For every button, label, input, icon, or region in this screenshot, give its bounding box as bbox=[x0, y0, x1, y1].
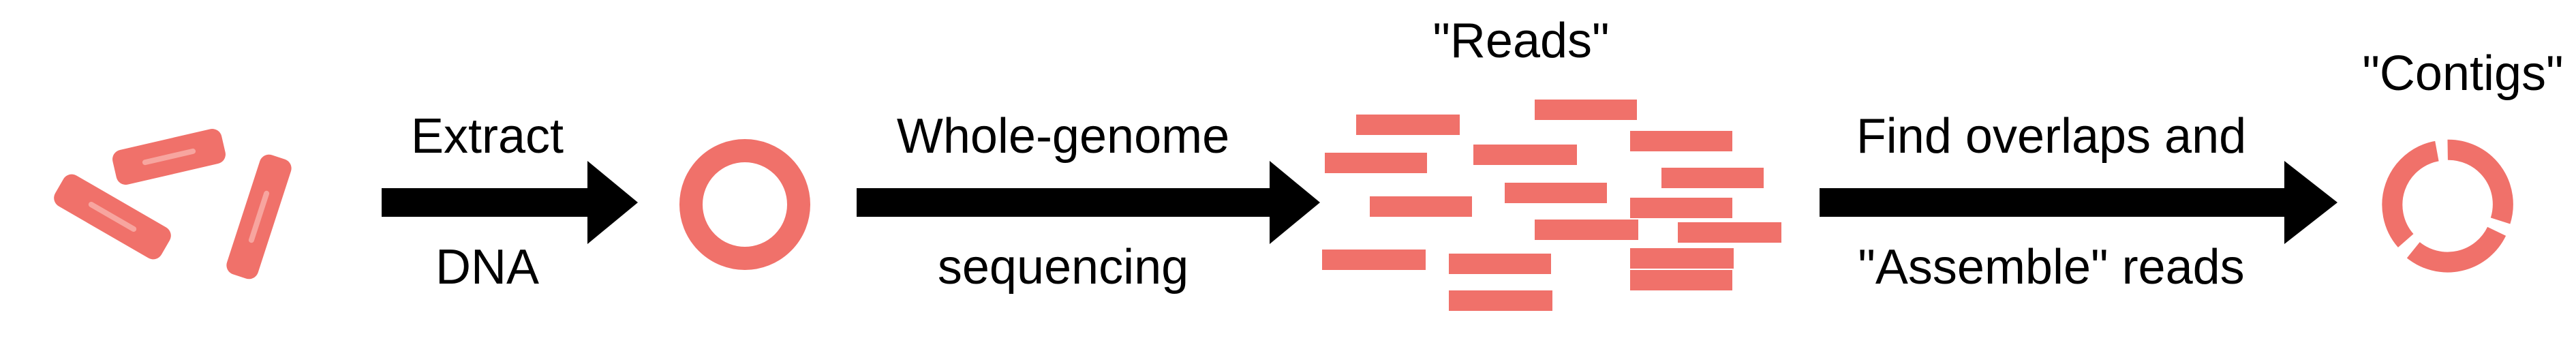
read bbox=[1630, 198, 1732, 218]
read bbox=[1322, 250, 1426, 270]
contigs-title: "Contigs" bbox=[2362, 46, 2564, 101]
sequencing-label: sequencing bbox=[937, 240, 1189, 295]
read bbox=[1370, 196, 1472, 217]
read bbox=[1356, 115, 1460, 135]
read bbox=[1449, 254, 1551, 274]
read bbox=[1630, 248, 1734, 269]
read bbox=[1325, 153, 1427, 173]
read bbox=[1449, 290, 1552, 311]
read bbox=[1630, 270, 1732, 290]
read bbox=[1505, 183, 1607, 203]
bacterium-highlight-2 bbox=[88, 202, 137, 232]
sequencing-arrow bbox=[857, 161, 1320, 244]
assemble-reads-label: "Assemble" reads bbox=[1858, 240, 2245, 295]
bacteria-icon bbox=[54, 129, 292, 280]
reads-title: "Reads" bbox=[1432, 14, 1610, 68]
circular-dna-icon bbox=[679, 139, 810, 270]
assembly-arrow bbox=[1820, 161, 2337, 244]
read bbox=[1535, 100, 1637, 120]
read bbox=[1535, 220, 1638, 240]
read bbox=[1630, 131, 1732, 151]
read bbox=[1473, 145, 1577, 165]
contig-arc bbox=[2447, 139, 2513, 224]
extract-dna-arrow bbox=[382, 161, 638, 244]
bacterium-highlight-3 bbox=[248, 190, 270, 243]
contigs-icon bbox=[2382, 139, 2513, 273]
whole-genome-label: Whole-genome bbox=[896, 109, 1230, 164]
contig-arc bbox=[2382, 140, 2440, 247]
read bbox=[1661, 168, 1764, 188]
read bbox=[1678, 222, 1781, 243]
contig-arc bbox=[2406, 226, 2506, 273]
reads-cluster bbox=[1322, 100, 1781, 311]
extract-label: Extract bbox=[410, 109, 564, 164]
bacterium-highlight-1 bbox=[142, 148, 196, 166]
dna-label: DNA bbox=[435, 240, 540, 295]
find-overlaps-label: Find overlaps and bbox=[1856, 109, 2247, 164]
